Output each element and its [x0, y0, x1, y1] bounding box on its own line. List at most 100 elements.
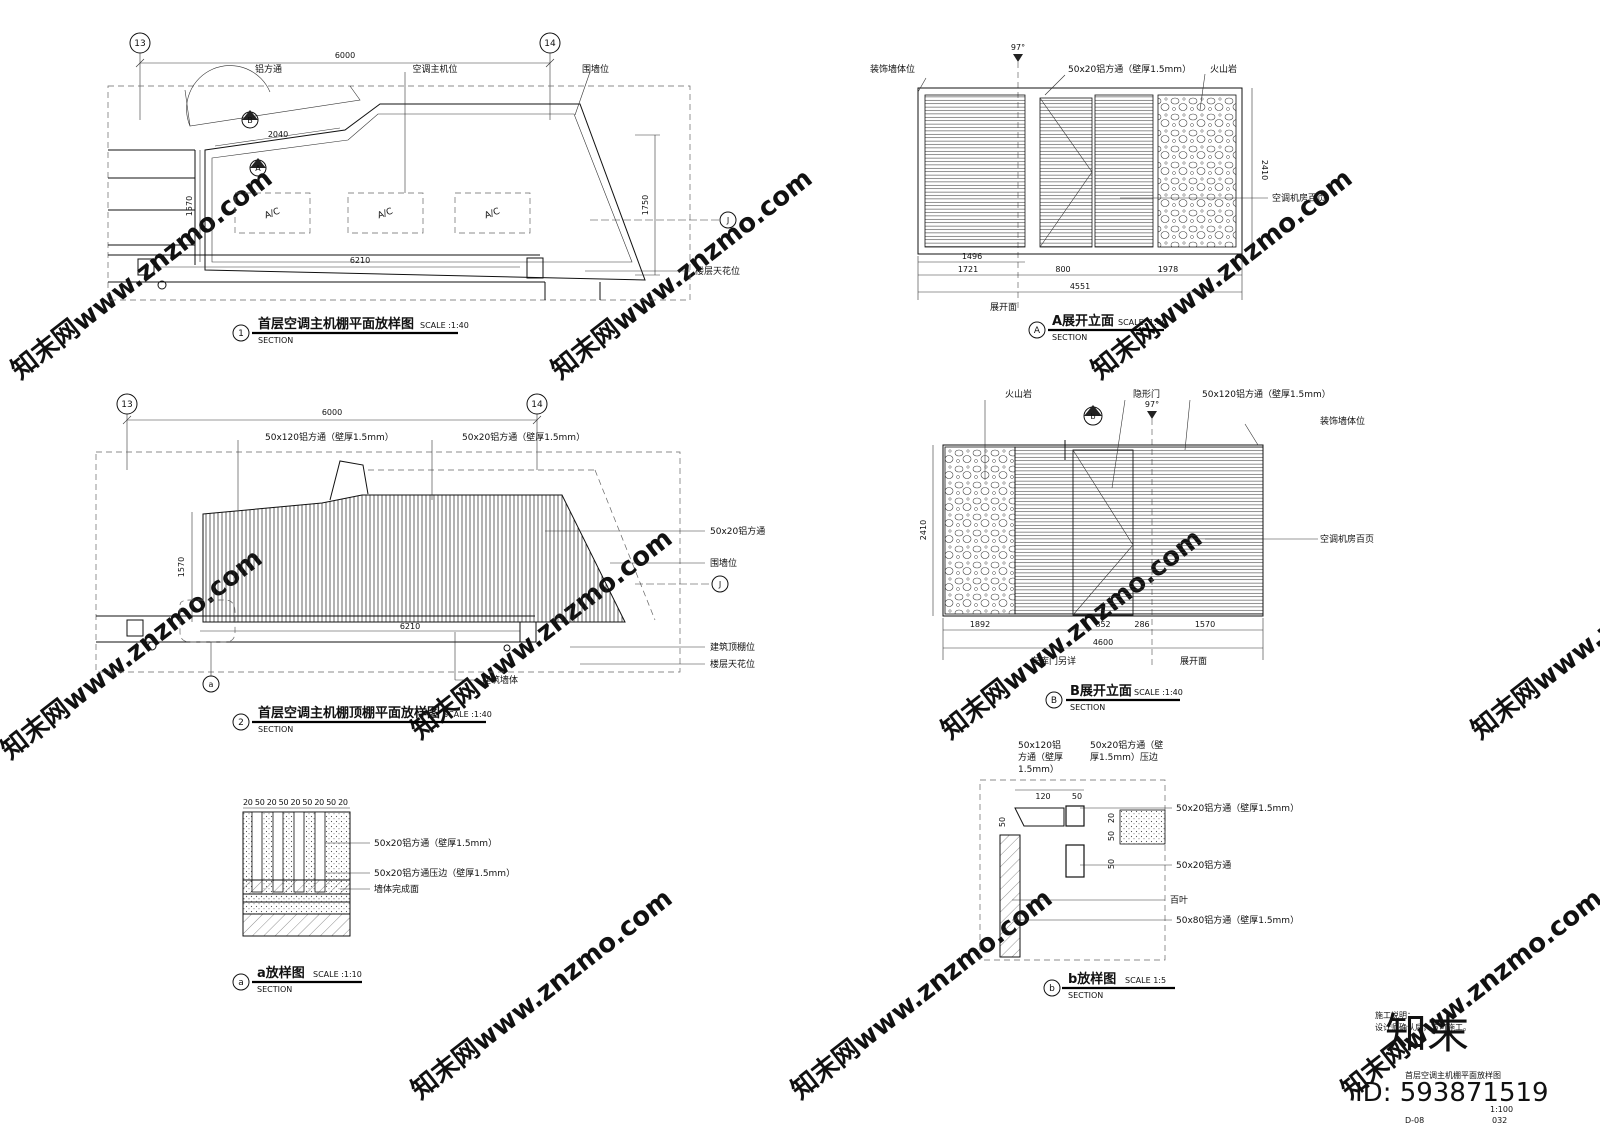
note-text: 设计师确认后，方可施工。	[1375, 1022, 1471, 1032]
label-aluminum-tube: 铝方通	[255, 63, 282, 75]
label-tube-120: 方通（壁厚	[1018, 751, 1063, 763]
grid-label-j: J	[718, 580, 721, 589]
view-scale: SCALE :1:10	[313, 970, 362, 979]
dim-value: 50	[1107, 859, 1116, 869]
drawing-code: D-08	[1405, 1116, 1424, 1125]
detail-callout-a	[179, 599, 236, 643]
view-scale: SCALE 1:5	[1125, 976, 1166, 985]
view-title: b放样图	[1068, 971, 1116, 987]
view-title: 首层空调主机棚平面放样图	[258, 316, 414, 332]
label-volcanic-rock: 火山岩	[1210, 63, 1237, 75]
dim-value: 1892	[970, 620, 990, 629]
dim-value: 286	[1134, 620, 1149, 629]
view-scale: SCALE :1:40	[420, 321, 469, 330]
view-section: SECTION	[1068, 991, 1103, 1000]
dim-6000: 6000	[335, 51, 355, 60]
volcanic-rock-panel	[944, 446, 1016, 615]
angle-label: 97°	[1011, 43, 1025, 52]
label-wall-position: 围墙位	[710, 557, 737, 569]
note-text: 施工说明：	[1375, 1010, 1415, 1020]
view-scale: SCALE :1:40	[1118, 318, 1167, 327]
view-title: a放样图	[257, 965, 305, 981]
view-scale: SCALE :1:40	[1134, 688, 1183, 697]
dim-6210: 6210	[350, 256, 370, 265]
label-wall-finish: 墙体完成面	[374, 883, 419, 895]
watermark-text: 知末网www.znzmo.com	[546, 163, 818, 385]
view-number: B	[1051, 696, 1057, 706]
label-tube: 50x20铝方通（壁厚1.5mm）	[1068, 63, 1191, 75]
grid-bubble-j	[711, 575, 729, 593]
label-ceiling-position: 楼层天花位	[710, 658, 755, 670]
label-tube-120: 1.5mm）	[1018, 764, 1059, 775]
label-tube: 50x20铝方通（壁厚1.5mm）	[374, 837, 497, 849]
detail-a: 20 50 20 50 20 50 20 50 20 50x20铝方通（壁厚1.…	[232, 798, 515, 994]
grid-label-14: 14	[544, 39, 556, 49]
section-mark-label: a	[209, 680, 214, 689]
label-volcanic-rock: 火山岩	[1005, 388, 1032, 400]
title-block: 施工说明： 设计师确认后，方可施工。 知末 首层空调主机棚平面放样图 ID: 5…	[1355, 1009, 1549, 1125]
label-tube: 50x120铝方通（壁厚1.5mm）	[1202, 388, 1331, 400]
ac-unit-label: A/C	[483, 207, 501, 222]
detail-b: 50x120铝 方通（壁厚 1.5mm） 50x20铝方通（壁 厚1.5mm）压…	[979, 739, 1299, 1000]
label-ac-louver: 空调机房百页	[1320, 533, 1374, 545]
view-number: 2	[238, 718, 244, 728]
label-ceiling-position: 楼层天花位	[695, 265, 740, 277]
view-number: a	[238, 978, 244, 988]
watermark-text: 知末网www.znzmo.com	[1466, 523, 1600, 745]
watermark-text: 知末网www.znzmo.com	[406, 883, 678, 1105]
ac-unit-label: A/C	[376, 207, 394, 222]
drawing-name: 首层空调主机棚平面放样图	[1405, 1070, 1501, 1080]
ac-unit	[454, 192, 531, 234]
plan-2: 13 14 6000 1570 6210 a J	[95, 393, 765, 734]
dim-6000: 6000	[322, 408, 342, 417]
angle-label: 97°	[1145, 400, 1159, 409]
label-louver: 百叶	[1170, 895, 1188, 906]
grid-label-j: J	[726, 216, 729, 225]
louver-panel	[924, 94, 1026, 248]
dim-2040: 2040	[268, 130, 288, 139]
view-title: B展开立面	[1070, 683, 1132, 699]
hidden-door	[1039, 97, 1093, 248]
dim-1570: 1570	[185, 196, 194, 216]
watermarks: 知末网www.znzmo.com 知末网www.znzmo.com 知末网www…	[0, 163, 1600, 1105]
grid-label-13: 13	[134, 39, 145, 49]
dim-height: 2410	[1260, 160, 1269, 180]
dim-value: 1496	[962, 252, 982, 261]
label-tube-80: 50x80铝方通（壁厚1.5mm）	[1176, 914, 1299, 926]
elevation-a: 97° 2410 1496 1721 800 1978 4551 展开面 装饰墙…	[870, 43, 1326, 342]
label-wall-position: 围墙位	[582, 63, 609, 75]
dim-value: 1721	[958, 265, 978, 274]
elevation-b: 97° b 2410 1892 852 286 1570 4600 车库门另详 …	[919, 388, 1374, 712]
label-tube-20b: 50x20铝方通	[710, 525, 765, 537]
roof-outline	[204, 103, 646, 281]
view-title: 首层空调主机棚顶棚平面放样图	[258, 705, 440, 721]
label-building-wall: 建筑墙体	[482, 674, 518, 686]
hidden-door	[1072, 449, 1134, 616]
dim-6210: 6210	[400, 622, 420, 631]
view-section: SECTION	[1052, 333, 1087, 342]
label-ac-louver: 空调机房百页	[1272, 192, 1326, 204]
view-number: 1	[238, 329, 244, 339]
roof-inner	[211, 113, 633, 263]
dim-value: 50	[1072, 792, 1082, 801]
ceiling-louver-slats	[202, 494, 626, 623]
louver-panel	[1094, 94, 1154, 248]
dim-value: 1570	[1195, 620, 1215, 629]
view-section: SECTION	[258, 725, 293, 734]
section-mark-label: A	[255, 164, 261, 173]
boundary-dashed	[107, 85, 691, 301]
page-number: 032	[1492, 1116, 1507, 1125]
label-garage-door: 车库门另详	[1031, 655, 1076, 667]
grid-label-13: 13	[121, 400, 132, 410]
view-scale: SCALE :1:40	[443, 710, 492, 719]
dim-value: 800	[1055, 265, 1070, 274]
dim-value: 852	[1095, 620, 1110, 629]
dim-1750: 1750	[641, 195, 650, 215]
watermark-text: 知末网www.znzmo.com	[6, 163, 278, 385]
view-section: SECTION	[257, 985, 292, 994]
label-decorative-wall: 装饰墙体位	[870, 63, 915, 75]
ac-unit-label: A/C	[263, 207, 281, 222]
plan-1: 13 14 6000 A/C A/C A/C B A 2040	[107, 32, 740, 345]
ac-unit	[347, 192, 424, 234]
dim-value: 1978	[1158, 265, 1178, 274]
